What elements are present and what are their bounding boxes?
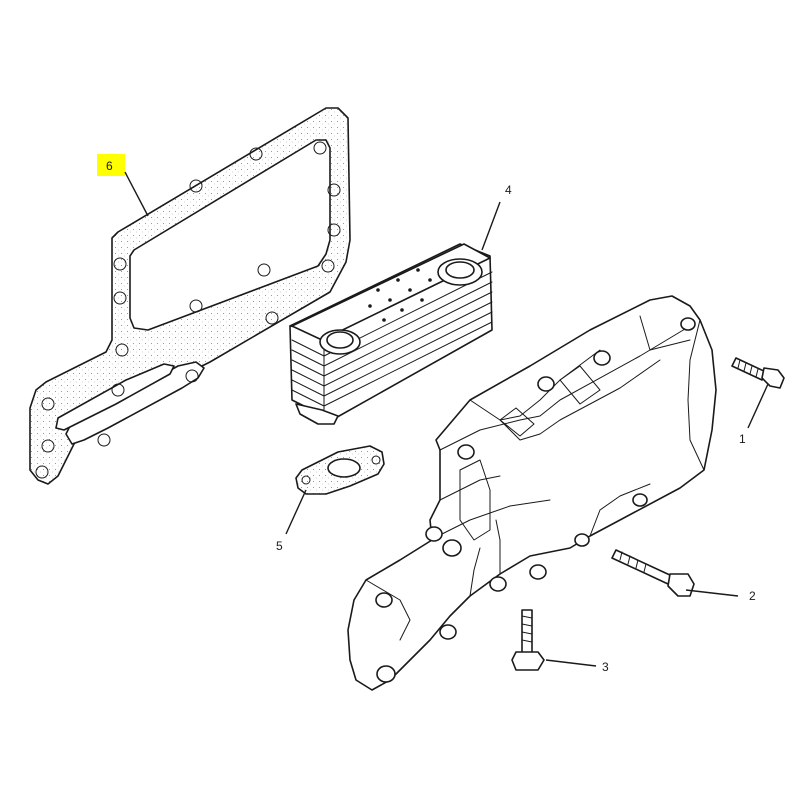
callout-6: 6	[97, 154, 149, 217]
gasket-bolt-holes	[35, 141, 341, 479]
callout-6-highlight	[97, 154, 125, 176]
cooler-surface-dots	[368, 268, 432, 322]
callout-4-label: 4	[505, 183, 512, 197]
callout-3: 3	[545, 659, 609, 674]
bolt-lower-right	[611, 549, 695, 597]
small-gasket	[295, 445, 385, 495]
callout-1: 1	[739, 383, 769, 446]
callout-5: 5	[276, 489, 307, 553]
callout-2: 2	[685, 589, 756, 603]
bolt-bottom	[511, 609, 545, 671]
callout-1-label: 1	[739, 432, 746, 446]
large-gasket	[29, 107, 351, 485]
oil-cooler-housing	[347, 295, 717, 691]
callout-2-label: 2	[749, 589, 756, 603]
callout-5-label: 5	[276, 539, 283, 553]
callout-3-label: 3	[602, 660, 609, 674]
callout-4: 4	[481, 183, 512, 251]
cooler-fins	[291, 271, 493, 421]
bolt-right	[731, 357, 785, 389]
callout-6-label: 6	[106, 159, 113, 173]
oil-cooler-core	[289, 243, 493, 425]
